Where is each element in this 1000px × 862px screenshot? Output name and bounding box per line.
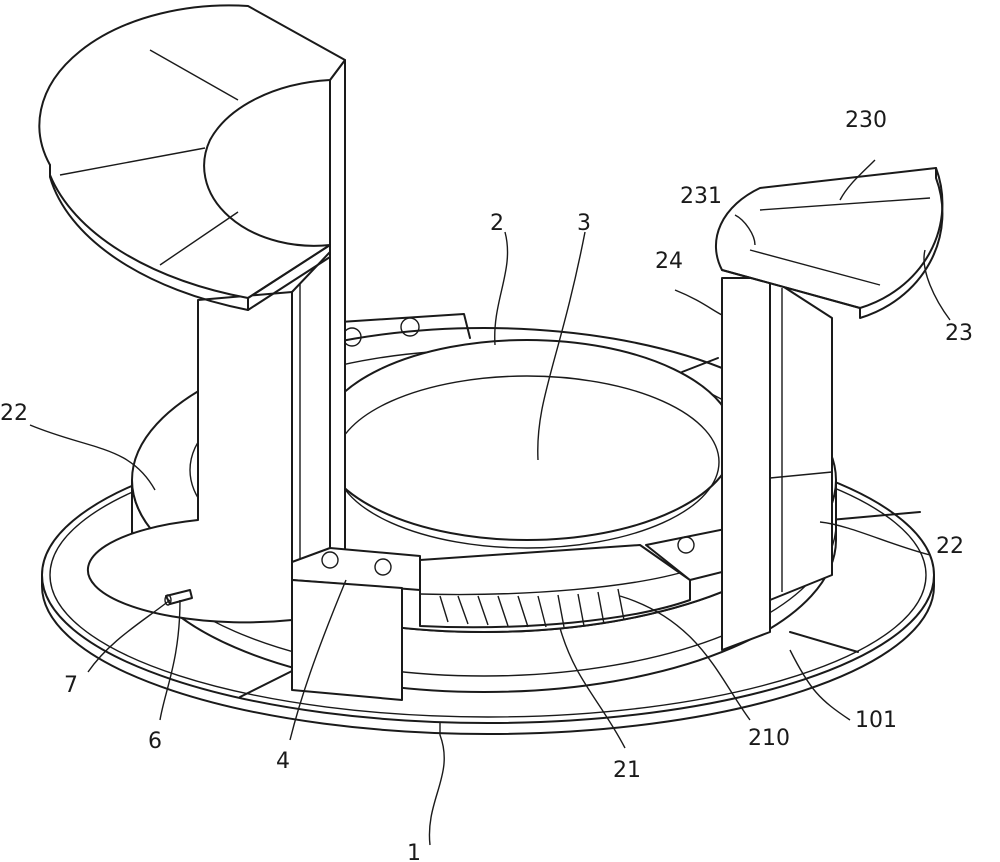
label-21: 21 — [613, 758, 641, 783]
label-231: 231 — [680, 184, 722, 209]
leader-lines — [29, 159, 951, 846]
label-4: 4 — [276, 749, 290, 774]
stair-treads — [439, 588, 625, 628]
label-1: 1 — [407, 841, 421, 862]
label-7: 7 — [64, 673, 78, 698]
front-step-block — [291, 547, 421, 701]
label-22-left: 22 — [0, 401, 28, 426]
label-22-right: 22 — [936, 534, 964, 559]
label-101: 101 — [855, 708, 897, 733]
label-24: 24 — [655, 249, 683, 274]
label-23: 23 — [945, 321, 973, 346]
right-column — [714, 167, 944, 651]
stair-segment — [419, 544, 691, 629]
reference-numerals: 1 2 3 4 6 7 21 22 22 23 24 101 210 230 2… — [0, 108, 973, 862]
label-6: 6 — [148, 729, 162, 754]
label-230: 230 — [845, 108, 887, 133]
label-3: 3 — [577, 211, 591, 236]
label-210: 210 — [748, 726, 790, 751]
left-column — [38, 4, 346, 624]
label-2: 2 — [490, 211, 504, 236]
